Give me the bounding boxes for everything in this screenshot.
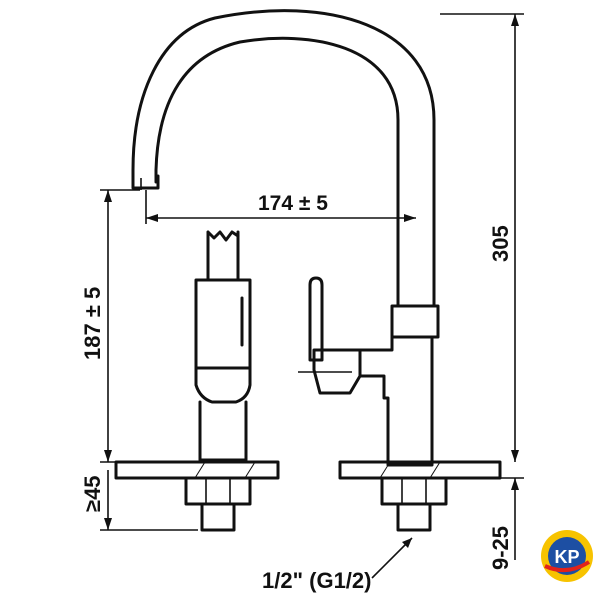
- reach-label: 174 ± 5: [258, 192, 328, 215]
- left-nut: [184, 476, 252, 506]
- logo-inner: [548, 537, 586, 575]
- faucet-front-view: [194, 230, 252, 462]
- arrowhead: [402, 538, 412, 548]
- clearance-label: ≥45: [80, 475, 105, 512]
- deck-hatch: [194, 461, 206, 479]
- arrowhead: [104, 450, 112, 462]
- spout-height-label: 187 ± 5: [80, 287, 105, 360]
- deck-plates: [114, 460, 502, 480]
- body-collar: [390, 304, 440, 339]
- right-nut: [380, 476, 448, 506]
- deck-thickness-label: 9-25: [488, 526, 513, 570]
- brand-logo: KP: [541, 530, 593, 582]
- spout-tip: [131, 174, 160, 190]
- front-spout-stub: [206, 230, 240, 282]
- right-shank: [396, 502, 432, 532]
- height-label: 305: [488, 225, 513, 262]
- spout-outer-curve: [131, 9, 436, 307]
- left-shank: [200, 502, 236, 532]
- connection-label: 1/2" (G1/2): [262, 568, 371, 593]
- deck-hatch: [429, 461, 441, 479]
- front-base: [198, 400, 248, 462]
- front-body: [194, 278, 252, 404]
- arrowhead: [511, 478, 519, 490]
- deck-hatch: [244, 461, 256, 479]
- arrowhead: [146, 214, 158, 222]
- deck-hatch: [379, 461, 391, 479]
- arrowhead: [404, 214, 416, 222]
- arrowhead: [511, 450, 519, 462]
- spout-inner-curve: [154, 36, 400, 307]
- lever-handle: [308, 276, 324, 362]
- arrowhead: [104, 190, 112, 202]
- logo-swoosh: [544, 560, 591, 573]
- logo-text: KP: [554, 547, 579, 567]
- faucet-side-view: [131, 9, 440, 467]
- mounting-hardware: [184, 476, 448, 532]
- arrowhead: [511, 14, 519, 26]
- arrowhead: [104, 518, 112, 530]
- faucet-body: [312, 335, 434, 467]
- dimension-lines: [100, 13, 524, 579]
